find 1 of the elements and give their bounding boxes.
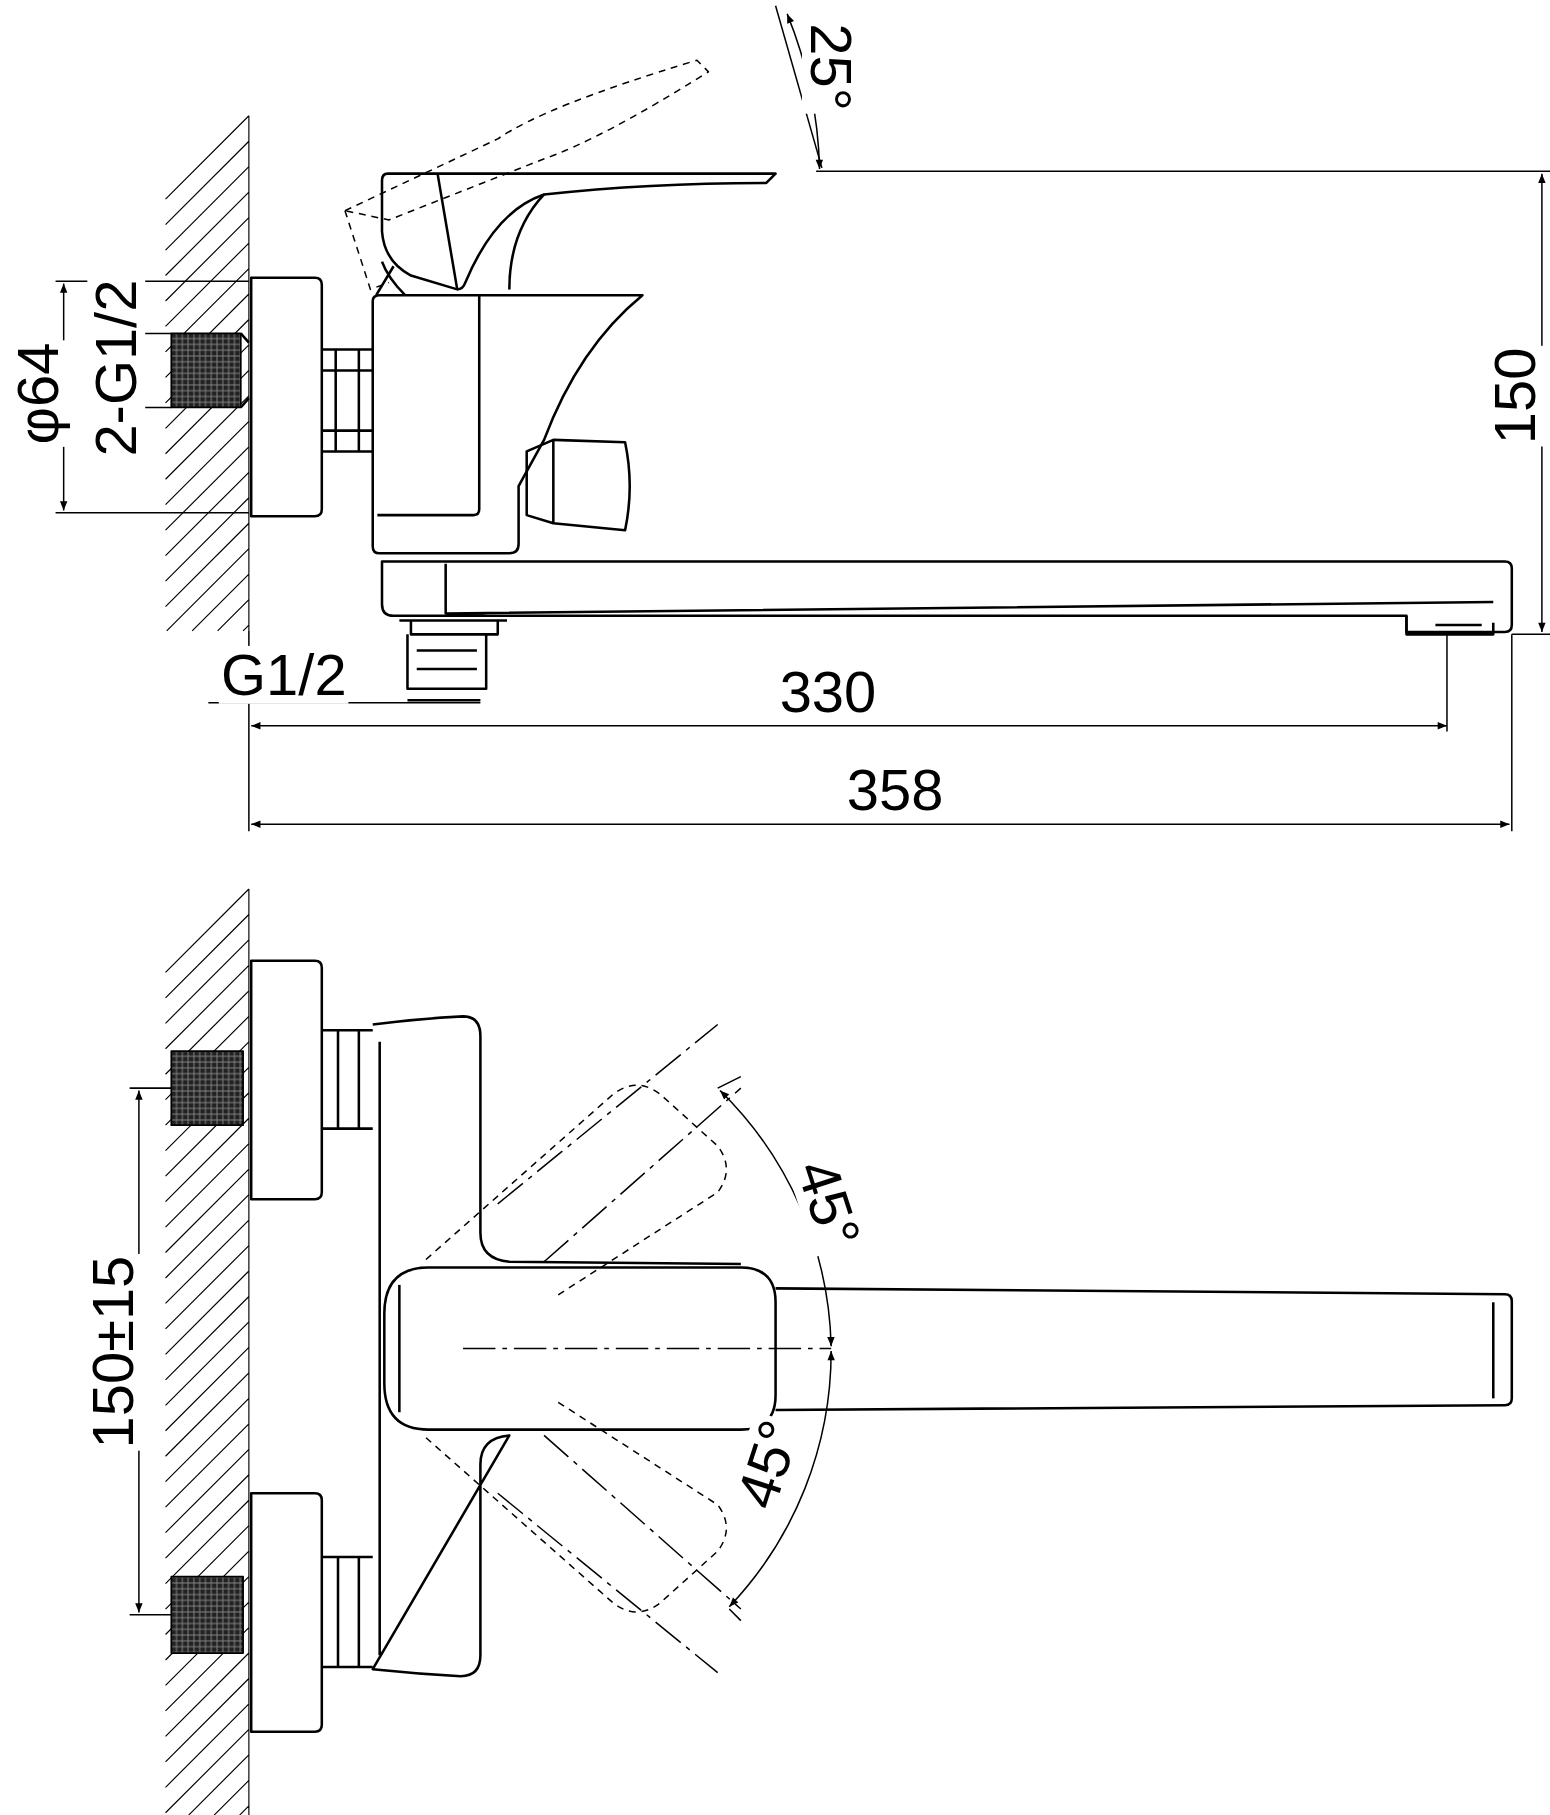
dimension-label: G1/2 xyxy=(218,645,349,704)
